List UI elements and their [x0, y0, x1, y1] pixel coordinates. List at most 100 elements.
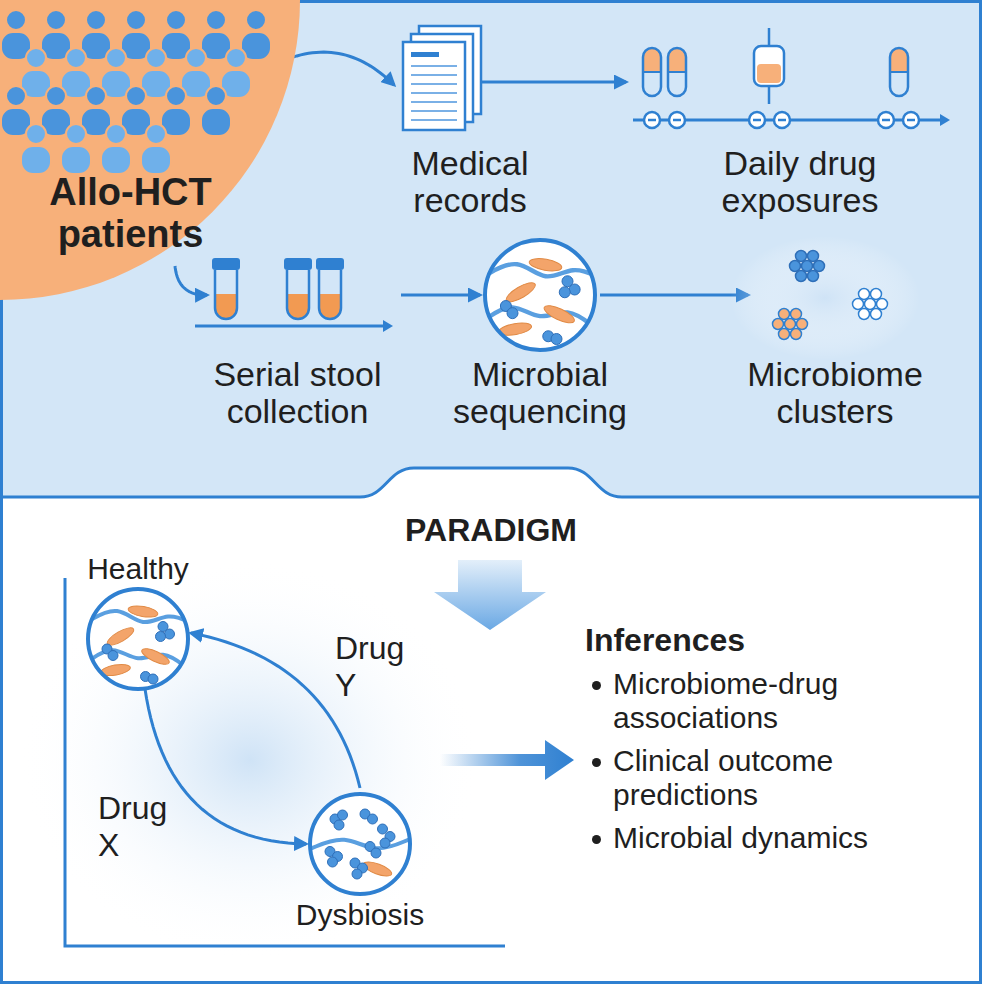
microbe-border — [88, 589, 188, 689]
process-node: Medical records — [400, 20, 540, 220]
dose-mark — [903, 112, 919, 128]
paradigm-panel: PARADIGMHealthyDysbiosis — [0, 497, 982, 984]
bottom-panel — [0, 468, 982, 984]
record-line — [411, 65, 457, 67]
decor-shape — [643, 71, 661, 73]
cluster-point — [797, 319, 808, 330]
cluster-point — [790, 261, 801, 272]
decor-shape — [166, 86, 186, 106]
list-heading: Inferences — [585, 622, 945, 659]
decor-shape — [643, 48, 661, 96]
flow-arrow — [175, 266, 207, 295]
bacteria-rod — [127, 604, 158, 619]
bacteria-coccus — [165, 629, 175, 639]
node-label-block: Healthy — [73, 552, 203, 693]
decor-shape — [212, 258, 240, 270]
bacteria-rod — [140, 646, 171, 668]
node-label-block: Microbial sequencing — [440, 238, 640, 431]
bacteria-coccus — [338, 810, 348, 820]
decor-shape — [141, 146, 171, 174]
decor-shape — [66, 48, 86, 68]
bacteria-coccus — [371, 848, 381, 858]
decor-shape — [768, 28, 771, 46]
patients-icon — [0, 0, 300, 300]
dose-mark — [669, 112, 685, 128]
cluster-point — [796, 271, 807, 282]
bacteria-coccus — [352, 869, 362, 879]
bacteria-coccus — [148, 674, 158, 684]
decor-shape — [201, 108, 231, 136]
patient-figure — [61, 124, 91, 174]
inference-list: InferencesMicrobiome-drug associationsCl… — [585, 622, 945, 855]
decor-shape — [284, 258, 312, 270]
flow-arrow — [191, 633, 360, 788]
cluster-point — [859, 289, 870, 300]
microbe-ground — [88, 589, 188, 689]
node-label: Healthy — [73, 552, 203, 585]
bullet-item: Microbiome-drug associations — [585, 667, 945, 736]
stool-tube — [316, 258, 344, 319]
node-label-block: Medical records — [400, 20, 540, 220]
decor-shape — [6, 86, 26, 106]
timeline-head — [940, 114, 950, 126]
process-node: Daily drug exposures — [640, 20, 960, 220]
dose-mark — [644, 112, 660, 128]
edge-label: Drug X — [98, 790, 178, 864]
timeline-axis — [195, 325, 387, 328]
decor-shape — [907, 119, 915, 122]
timeline-head — [383, 320, 393, 332]
node-label: Medical records — [400, 145, 540, 220]
cluster-glow — [730, 236, 920, 360]
cluster-point — [808, 251, 819, 262]
decor-shape — [46, 86, 66, 106]
dysbiosis-icon — [285, 790, 435, 898]
decor-shape — [648, 119, 656, 122]
plot-glow — [20, 560, 480, 960]
decor-shape — [206, 86, 226, 106]
panel-title: PARADIGM — [0, 513, 982, 548]
decor-shape — [668, 48, 686, 96]
process-node: Healthy — [73, 552, 203, 693]
cluster-point — [865, 299, 876, 310]
decor-shape — [66, 124, 86, 144]
patient-quarter — [0, 0, 300, 300]
cluster-point — [779, 329, 790, 340]
node-label: Daily drug exposures — [680, 145, 920, 220]
microbe-border — [310, 794, 410, 894]
decor-shape — [26, 124, 46, 144]
decor-shape — [246, 10, 266, 30]
clusters-icon — [735, 238, 935, 356]
bacteria-coccus — [380, 838, 390, 848]
decor-shape — [186, 48, 206, 68]
patient-figure — [141, 124, 171, 174]
record-line — [411, 119, 457, 121]
bacteria-coccus — [551, 334, 562, 345]
process-node: Microbial sequencing — [440, 238, 640, 431]
panel-divider — [0, 468, 982, 497]
stool-tube — [212, 258, 240, 319]
cluster-point — [853, 299, 864, 310]
cluster-point — [791, 329, 802, 340]
patient-group: Allo-HCT patients — [0, 0, 300, 300]
seq-icon — [440, 238, 640, 356]
bullet-item: Clinical outcome predictions — [585, 744, 945, 813]
decor-shape — [749, 112, 765, 128]
decor-shape — [126, 86, 146, 106]
cluster-point — [877, 299, 888, 310]
decor-shape — [673, 119, 681, 122]
inference-arrow — [440, 740, 574, 780]
decor-shape — [126, 10, 146, 30]
decor-shape — [890, 71, 908, 73]
bacteria-strand — [310, 839, 410, 849]
bacteria-strand — [485, 307, 595, 328]
down-arrow — [434, 560, 546, 630]
record-line — [411, 92, 457, 94]
cluster-point — [791, 309, 802, 320]
record-line — [411, 83, 457, 85]
cluster-point — [785, 319, 796, 330]
plot-axes — [65, 578, 505, 946]
node-label-block: Allo-HCT patients — [8, 172, 253, 256]
node-label-block: Serial stool collection — [195, 238, 400, 431]
bacteria-coccus — [569, 284, 580, 295]
decor-shape — [882, 119, 890, 122]
